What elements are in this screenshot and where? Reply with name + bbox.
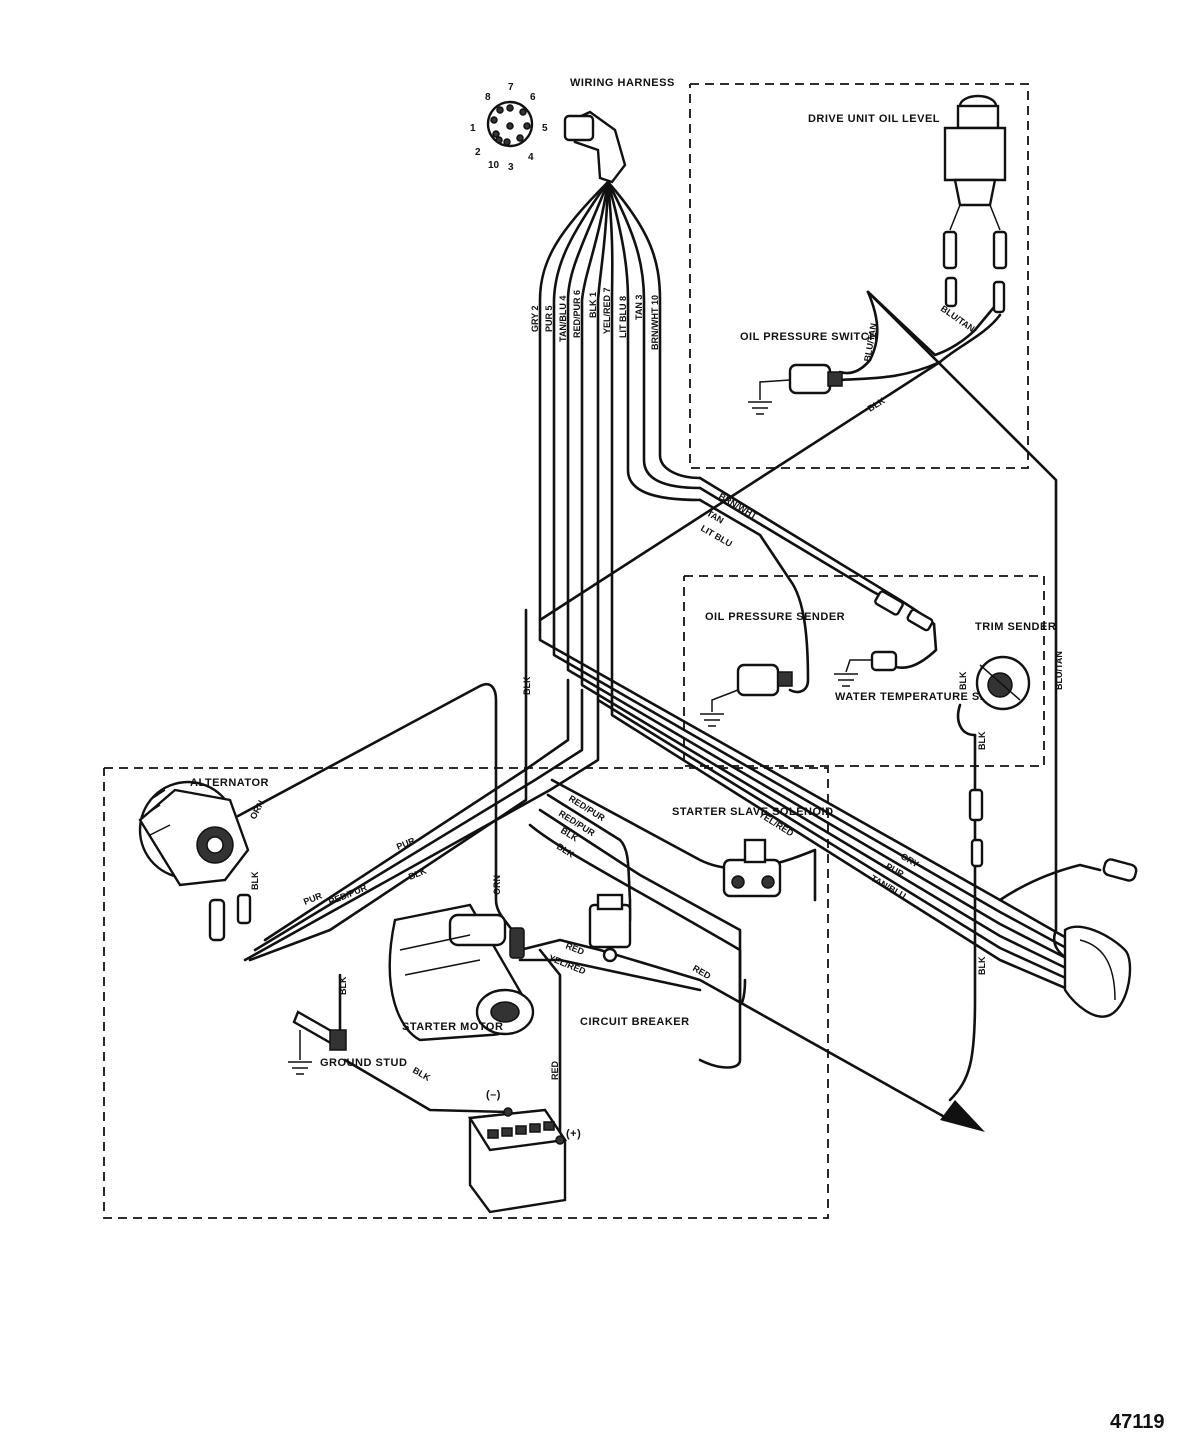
pin-7: 7: [508, 82, 514, 93]
continuation-arrow: [940, 1100, 985, 1132]
orn-wire: [236, 682, 514, 932]
blu-tan-switch: [838, 290, 879, 375]
blu-tan-oil: [866, 290, 1002, 357]
lit-blu-wire: [698, 498, 810, 694]
wire-label-tan: TAN: [705, 508, 725, 526]
blk-trim: [948, 733, 977, 1102]
wire-label-orn-vert: ORN: [492, 875, 502, 895]
water-temperature-sender-label: WATER TEMPERATURE SENDER: [835, 691, 1021, 703]
wire-label-blk-battery: BLK: [411, 1065, 432, 1083]
ground-stud-label: GROUND STUD: [320, 1057, 407, 1069]
wire-label-blk-lower: BLK: [977, 956, 987, 975]
lower-bundle: [243, 608, 600, 962]
red-loop: [528, 823, 742, 1069]
yel-red-starter: [518, 958, 702, 992]
drive-unit-oil-level-label: DRIVE UNIT OIL LEVEL: [808, 113, 940, 125]
wire-label-red-battery: RED: [550, 1060, 560, 1080]
wiring-harness-label: WIRING HARNESS: [570, 77, 675, 89]
battery-positive-label: (+): [566, 1128, 581, 1140]
trim-connector: [874, 590, 984, 868]
circuit-breaker-label: CIRCUIT BREAKER: [580, 1016, 690, 1028]
pin-10: 10: [488, 160, 500, 171]
wire-label-red-pur-6: RED/PUR 6: [572, 290, 582, 338]
wire-label-blk-trim: BLK: [958, 671, 968, 690]
wire-label-blu-tan-1: BLU/TAN: [939, 303, 977, 333]
connector-face: [486, 100, 534, 148]
wire-label-gry-2: GRY 2: [530, 305, 540, 332]
alternator-label: ALTERNATOR: [190, 777, 269, 789]
harness-wire-labels: GRY 2 PUR 5 TAN/BLU 4 RED/PUR 6 BLK 1 YE…: [530, 287, 660, 350]
starter-slave-solenoid-label: STARTER SLAVE SOLENOID: [672, 806, 834, 818]
oil-pressure-switch: [748, 363, 843, 415]
wire-label-yel-red-7: YEL/RED 7: [602, 287, 612, 334]
circuit-breaker: [588, 893, 632, 963]
sender-box: [683, 575, 1045, 767]
blk-battery: [343, 1058, 510, 1114]
alternator: [138, 780, 252, 942]
starter-motor-label: STARTER MOTOR: [402, 1021, 503, 1033]
pin-5: 5: [542, 123, 548, 134]
wire-label-blk-ground: BLK: [338, 976, 348, 995]
battery: [467, 1107, 568, 1214]
wire-label-brn-wht-10: BRN/WHT 10: [650, 295, 660, 350]
oil-pressure-sender: [700, 663, 793, 727]
pin-6: 6: [530, 92, 536, 103]
oil-reservoir: [942, 94, 1008, 314]
harness-wires: [538, 180, 702, 707]
harness-plug: [563, 110, 627, 184]
wire-label-red-starter: RED: [564, 941, 586, 958]
pin-2: 2: [475, 147, 481, 158]
wire-label-pur-5: PUR 5: [544, 305, 554, 332]
battery-negative-label: (–): [486, 1089, 501, 1101]
drive-unit-box: [689, 83, 1029, 469]
wire-label-blk-vertical: BLK: [522, 676, 532, 695]
trim-sender: [975, 655, 1031, 711]
red-battery: [538, 948, 562, 1142]
starter-slave-solenoid: [722, 838, 782, 898]
wire-label-blk-sol-2: BLK: [555, 841, 576, 860]
oil-pressure-switch-label: OIL PRESSURE SWITCH: [740, 331, 878, 343]
trim-sender-label: TRIM SENDER: [975, 621, 1056, 633]
oil-pressure-sender-label: OIL PRESSURE SENDER: [705, 611, 845, 623]
water-temperature-sender: [834, 650, 898, 687]
wire-label-lit-blu-8: LIT BLU 8: [618, 296, 628, 338]
wire-label-blk-trim-2: BLK: [977, 731, 987, 750]
pin-3: 3: [508, 162, 514, 173]
pin-8: 8: [485, 92, 491, 103]
wire-label-tan-blu-4: TAN/BLU 4: [558, 296, 568, 342]
wire-label-tan-3: TAN 3: [634, 295, 644, 320]
ground-stud: [288, 1010, 347, 1075]
wire-label-blu-tan-3: BLU/TAN: [1054, 651, 1064, 690]
wire-label-lit-blu: LIT BLU: [699, 523, 734, 549]
wire-label-blk-alt-vert: BLK: [250, 871, 260, 890]
main-bundle: [538, 628, 1072, 992]
red-pur-wire: [546, 793, 632, 922]
pin-4: 4: [528, 152, 534, 163]
wire-label-orn-alt: ORN: [248, 799, 266, 821]
figure-number: 47119: [1110, 1411, 1165, 1433]
main-connector: [998, 858, 1138, 1018]
wire-label-blk-1: BLK 1: [588, 292, 598, 318]
starter-motor: [388, 903, 535, 1042]
red-main: [518, 938, 952, 1122]
trim-lead: [956, 703, 977, 737]
pin-1: 1: [470, 123, 476, 134]
blk-to-switch: [838, 360, 942, 382]
